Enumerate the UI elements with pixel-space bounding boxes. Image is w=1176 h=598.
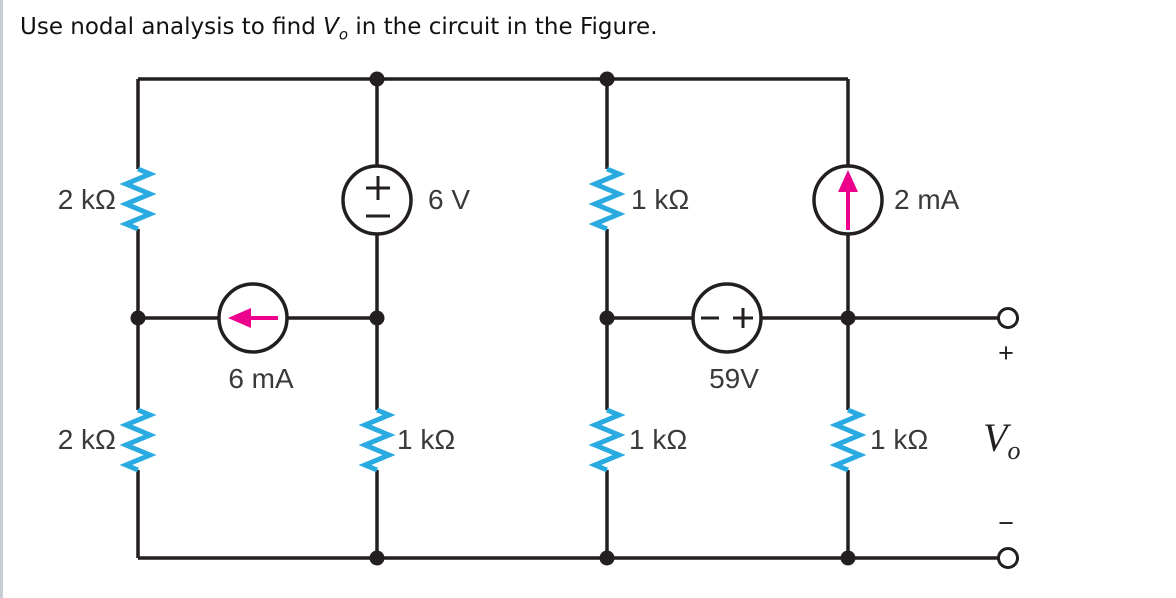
junction-dot: [369, 71, 385, 87]
output-voltage-subscript: o: [1007, 436, 1020, 465]
title-variable-subscript: o: [338, 25, 349, 44]
output-terminal-top: [997, 307, 1019, 329]
junction-dot: [369, 310, 385, 326]
resistor-2k-top-left: [119, 166, 157, 232]
title-suffix: in the circuit in the Figure.: [348, 14, 658, 40]
junction-dot: [599, 310, 615, 326]
resistor-label: 1 kΩ: [631, 184, 689, 215]
voltage-source-59v-circle: [691, 282, 763, 354]
resistor-label: 1 kΩ: [397, 424, 455, 455]
junction-dot: [599, 71, 615, 87]
output-voltage-label: Vo: [983, 415, 1020, 465]
resistor-2k-bottom-left: [119, 407, 157, 473]
problem-statement: Use nodal analysis to find Vo in the cir…: [20, 12, 658, 42]
output-terminal-bottom: [997, 547, 1019, 569]
output-plus-label: +: [998, 338, 1014, 368]
junction-dot: [840, 550, 856, 566]
output-minus-label: −: [998, 508, 1014, 538]
resistor-1k-bottom-col3: [588, 407, 626, 473]
title-variable: V: [323, 14, 339, 40]
junction-dot: [130, 310, 146, 326]
left-border-line: [0, 0, 3, 598]
junction-dot: [599, 550, 615, 566]
current-source-label: 2 mA: [894, 184, 960, 215]
resistor-1k-bottom-col4: [829, 407, 867, 473]
voltage-source-label: 59V: [709, 363, 759, 394]
title-prefix: Use nodal analysis to find: [20, 14, 324, 40]
output-voltage-variable: V: [983, 415, 1012, 460]
resistor-1k-top-col3: [588, 166, 626, 232]
arrow-left-head-icon: [228, 308, 251, 328]
resistor-label: 2 kΩ: [58, 424, 116, 455]
current-source-label: 6 mA: [228, 363, 294, 394]
resistor-label: 1 kΩ: [629, 424, 687, 455]
arrow-up-head-icon: [838, 170, 858, 192]
resistor-1k-bottom-col2: [358, 407, 396, 473]
junction-dot: [840, 310, 856, 326]
resistor-label: 1 kΩ: [870, 424, 928, 455]
junction-dot: [369, 550, 385, 566]
resistor-label: 2 kΩ: [58, 184, 116, 215]
voltage-source-label: 6 V: [428, 184, 470, 215]
